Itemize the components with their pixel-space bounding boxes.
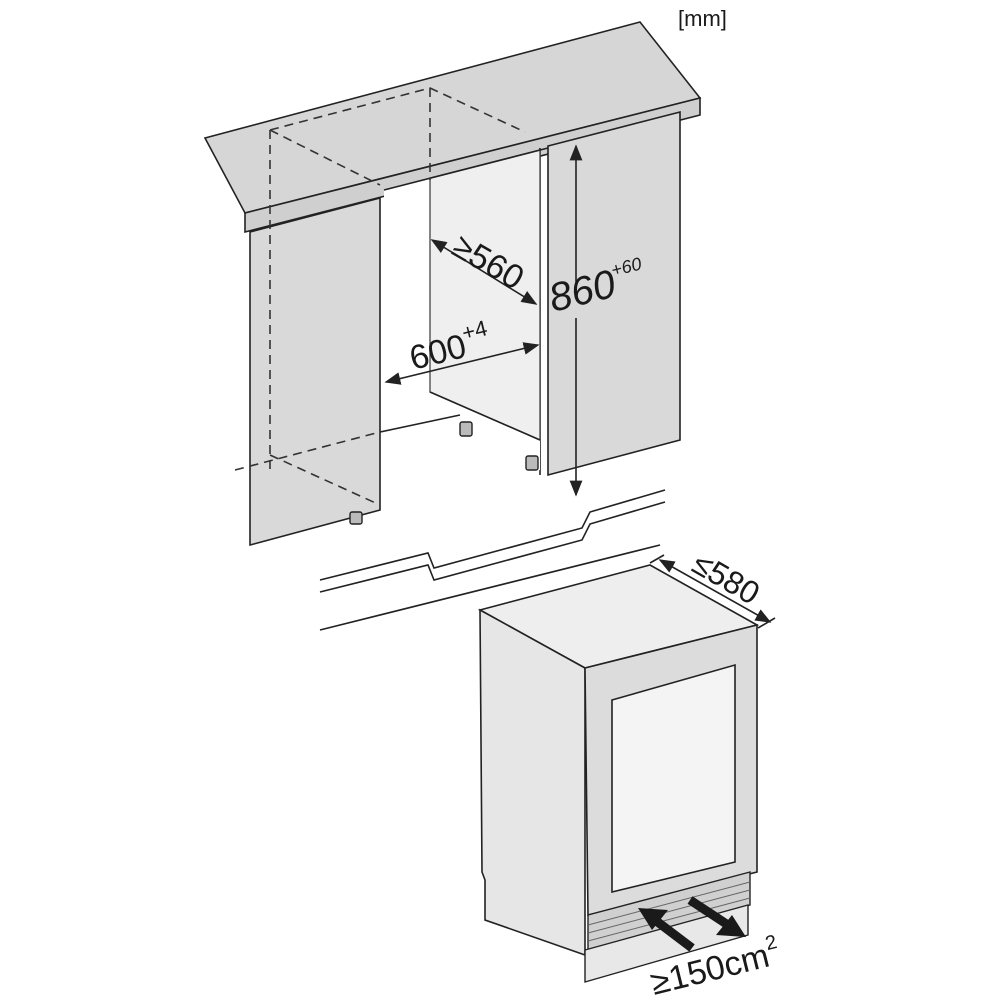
dimension-lines	[384, 144, 776, 629]
plinth	[584, 904, 749, 983]
airflow-arrows	[638, 896, 746, 952]
hidden-outline	[234, 87, 526, 506]
feet	[349, 421, 539, 525]
air-out-arrow-icon	[687, 896, 746, 937]
niche-width-tolerance: +4	[459, 315, 489, 345]
door-glass	[611, 663, 736, 894]
unit-label: [mm]	[678, 6, 727, 31]
appliance	[477, 564, 760, 983]
ventilation-area-exponent: 2	[763, 931, 779, 955]
floor-lines	[319, 489, 666, 631]
countertop	[203, 21, 702, 234]
air-in-arrow-icon	[638, 908, 695, 952]
